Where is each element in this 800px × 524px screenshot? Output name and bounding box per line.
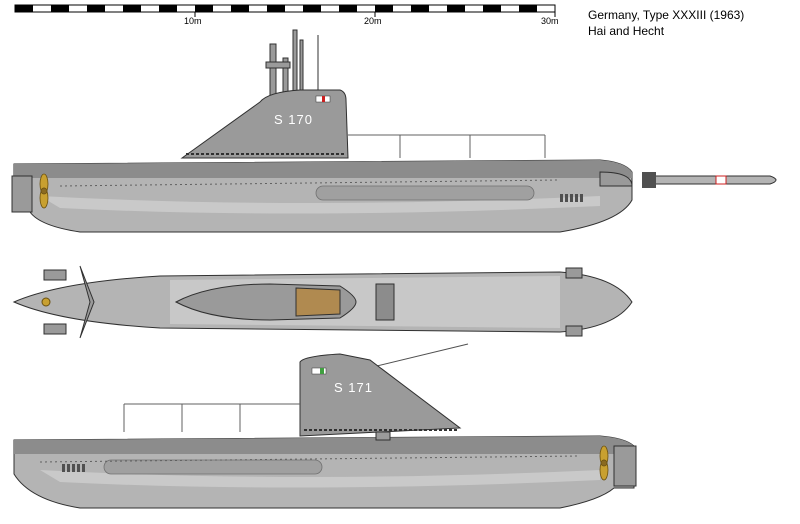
scale-bar: 10m 20m 30m bbox=[14, 4, 559, 26]
propeller-bottom bbox=[599, 445, 609, 481]
bow-vents-bottom bbox=[62, 464, 85, 472]
periscope-masts bbox=[265, 29, 319, 97]
torpedo bbox=[642, 172, 777, 188]
scale-label-20m: 20m bbox=[364, 16, 382, 26]
stern-rudder-bottom bbox=[613, 445, 637, 487]
sail-conning-tower bbox=[180, 89, 349, 159]
guard-rail-bottom bbox=[123, 403, 300, 432]
plan-view bbox=[12, 265, 633, 339]
profile-view-bottom: S 171 bbox=[13, 343, 637, 509]
profile-view-top: S 170 bbox=[11, 29, 633, 233]
bridge-deck bbox=[295, 287, 341, 317]
stern-fin bbox=[79, 265, 95, 339]
scale-label-30m: 30m bbox=[541, 16, 559, 26]
bow-vents-top bbox=[560, 194, 583, 202]
caption-boat-names: Hai and Hecht bbox=[588, 24, 665, 38]
scale-label-10m: 10m bbox=[184, 16, 202, 26]
guard-rail-top bbox=[348, 134, 546, 158]
propeller-top bbox=[39, 173, 49, 209]
hull-number-top: S 170 bbox=[274, 112, 313, 127]
stern-rudder-top bbox=[11, 175, 33, 213]
hull-number-bottom: S 171 bbox=[334, 380, 373, 395]
sail-conning-tower-bottom bbox=[299, 353, 462, 437]
stern-plane-top bbox=[43, 269, 67, 281]
caption-title: Germany, Type XXXIII (1963) bbox=[588, 8, 745, 22]
dive-plane-bow bbox=[565, 267, 583, 279]
